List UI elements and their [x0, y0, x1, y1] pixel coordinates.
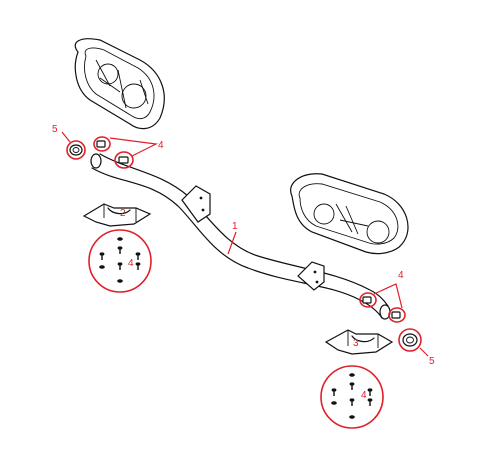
washer: [349, 415, 355, 419]
washer: [99, 265, 105, 269]
callout-part-3: 3: [353, 338, 359, 349]
fastener-cluster-left: [88, 229, 152, 293]
washer: [349, 373, 355, 377]
nut-top-2: [114, 151, 134, 169]
callout-part-2: 2: [120, 208, 126, 219]
washer: [331, 401, 337, 405]
nut-top-1: [93, 136, 111, 152]
end-cap-right: [398, 328, 422, 352]
end-cap-left: [66, 140, 86, 160]
washer: [117, 237, 123, 241]
bracket-left: [82, 203, 152, 227]
light-housing-left: [74, 38, 165, 130]
nut-right-2: [388, 307, 406, 323]
callout-part-1: 1: [232, 221, 238, 232]
bracket-right: [324, 329, 394, 355]
nut-right-1: [359, 292, 377, 308]
fastener-cluster-bottom: [320, 365, 384, 429]
callout-part-4-circle-bottom: 4: [361, 390, 367, 401]
callout-part-4-right: 4: [398, 270, 404, 281]
callout-part-4-circle-left: 4: [128, 258, 134, 269]
callout-part-4-top: 4: [158, 140, 164, 151]
callout-part-5-right: 5: [429, 356, 435, 367]
light-housing-right: [290, 173, 409, 255]
washer: [117, 279, 123, 283]
callout-part-5-left: 5: [52, 124, 58, 135]
